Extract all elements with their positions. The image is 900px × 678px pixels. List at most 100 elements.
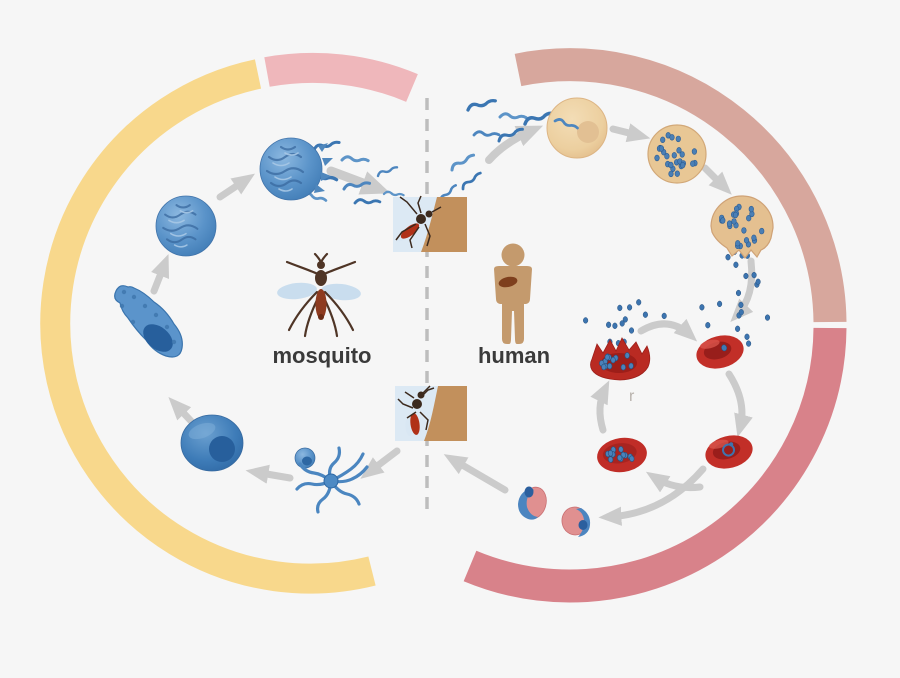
- mosquito-label: mosquito: [273, 343, 372, 368]
- merozoite-dot: [725, 254, 731, 261]
- merozoite-spray: [583, 299, 667, 347]
- merozoite-dot: [668, 161, 674, 169]
- stray-text-mark: r: [629, 388, 635, 405]
- merozoite-dot: [618, 446, 624, 453]
- arrow-ring-to-blood-schizont: [645, 471, 704, 493]
- mosquito-bite-infection-site: [393, 195, 467, 252]
- arrow-schizont-to-rupture: [701, 164, 732, 195]
- merozoite-dot: [679, 151, 685, 158]
- merozoite-dot: [617, 454, 623, 462]
- merozoite-dot: [604, 354, 610, 361]
- arrow-blood-schizont-to-burst: [590, 380, 610, 434]
- merozoite-dot: [674, 170, 680, 177]
- arrow-microgamete-to-zygote: [245, 464, 294, 484]
- mosquito-bite-uptake-site: [395, 385, 467, 441]
- arrow-gametocytes-to-bite: [443, 454, 509, 494]
- merozoite-dot: [583, 317, 589, 324]
- human-label: human: [478, 343, 550, 368]
- merozoite-dot: [746, 215, 752, 222]
- mosquito-cycle-arc: [40, 59, 376, 594]
- arrow-rbc-to-ring-stage: [725, 370, 753, 438]
- merozoite-dot: [717, 300, 723, 308]
- merozoite-dot: [617, 304, 623, 312]
- oocyst: [155, 195, 217, 257]
- merozoite-dot: [608, 456, 614, 463]
- merozoite-dot: [748, 205, 754, 213]
- merozoite-dot: [751, 234, 757, 242]
- merozoite-trail: [699, 248, 771, 347]
- arrow-to-gametocytes: [598, 465, 707, 526]
- female-gamete: [294, 447, 316, 469]
- merozoite-dot: [628, 362, 634, 370]
- mosquito-figure: [277, 252, 361, 338]
- merozoite-dot: [642, 311, 648, 318]
- arrow-oocyst-growth: [216, 173, 256, 201]
- merozoite-dot: [654, 154, 660, 162]
- merozoite-dot: [746, 340, 752, 347]
- merozoite-dot: [751, 271, 757, 279]
- merozoite-dot: [620, 364, 626, 371]
- merozoite-dot: [619, 320, 625, 327]
- merozoite-dot: [759, 227, 765, 235]
- merozoite-dot: [675, 135, 681, 143]
- cycle-arcs: [40, 48, 847, 603]
- zygote-macrogamete: [180, 414, 244, 472]
- merozoite-dot: [629, 455, 635, 462]
- arrow-bite-to-mosquito-gut: [360, 447, 401, 479]
- merozoite-dot: [764, 314, 771, 321]
- merozoite-dot: [658, 145, 665, 152]
- arrow-sporozoites-to-mosquito-bite: [326, 166, 391, 195]
- merozoite-dot: [726, 220, 733, 227]
- merozoite-dot: [733, 261, 739, 268]
- liver-icon: [498, 276, 518, 288]
- ring-stage-red-blood-cell: [705, 435, 753, 469]
- merozoite-dot: [671, 152, 677, 159]
- sporozoite-transfer-arc: [264, 52, 418, 102]
- merozoite-dot: [676, 147, 682, 154]
- liver-schizont: [647, 124, 707, 184]
- merozoite-dot: [628, 327, 635, 334]
- merozoite-dot: [735, 325, 741, 332]
- merozoite-dot: [612, 322, 618, 329]
- arrow-zygote-to-ookinete: [168, 396, 195, 425]
- flow-arrows: [150, 123, 756, 526]
- merozoite-dot: [743, 237, 750, 244]
- merozoite-dot: [668, 170, 674, 178]
- human-liver-stage-arc: [514, 48, 847, 323]
- merozoite-dot: [606, 321, 612, 328]
- exflagellated-microgamete: [295, 446, 369, 514]
- ruptured-red-blood-cell: [590, 337, 651, 381]
- gametocyte-b: [561, 506, 591, 537]
- merozoite-dot: [610, 356, 616, 364]
- infected-red-blood-cell: [696, 335, 744, 369]
- merozoite-dot: [601, 363, 607, 371]
- merozoite-dot: [664, 153, 670, 160]
- arrow-ookinete-to-oocyst: [150, 254, 170, 295]
- merozoite-dot: [699, 304, 705, 311]
- human-figure: [494, 243, 532, 344]
- merozoite-dot: [661, 312, 667, 320]
- merozoite-dot: [627, 304, 633, 311]
- ruptured-liver-schizont: [710, 195, 774, 259]
- merozoite-dot: [705, 322, 711, 329]
- merozoite-dot: [744, 333, 750, 340]
- merozoite-dot: [735, 240, 741, 247]
- blood-schizont: [597, 437, 647, 473]
- merozoite-dot: [738, 301, 744, 309]
- merozoite-dot: [636, 299, 642, 306]
- merozoite-dot: [735, 289, 742, 297]
- merozoite-dot: [660, 136, 666, 144]
- merozoite-dot: [669, 134, 675, 141]
- merozoite-dot: [624, 352, 630, 359]
- merozoite-dot: [680, 162, 686, 169]
- ookinete: [114, 285, 183, 358]
- sporozoite-infected-liver-cell: [546, 97, 608, 159]
- arrow-liver-cell-to-schizont: [609, 123, 651, 143]
- merozoite-dot: [738, 309, 744, 316]
- gametocyte-a: [518, 486, 547, 520]
- merozoite-dot: [755, 278, 761, 285]
- merozoite-dot: [720, 217, 726, 224]
- merozoite-dot: [731, 218, 737, 225]
- ruptured-oocyst-releasing-sporozoites: [259, 137, 333, 201]
